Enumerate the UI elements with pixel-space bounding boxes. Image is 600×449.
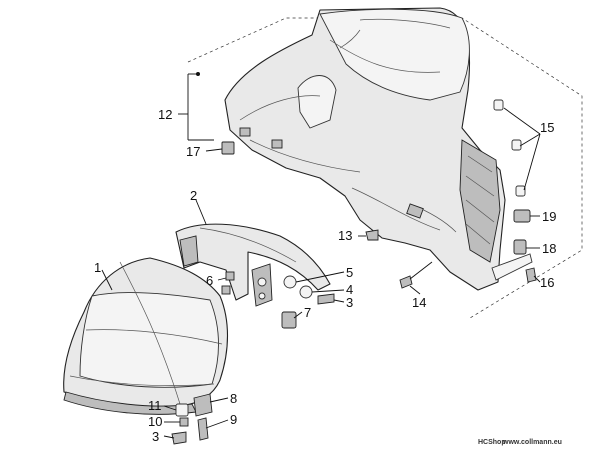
callout-3-right: 3 <box>346 295 353 310</box>
callout-11: 11 <box>148 398 162 413</box>
callout-3-left: 3 <box>152 429 159 444</box>
hardware <box>171 72 537 445</box>
callout-19: 19 <box>542 209 556 224</box>
mudguard-support <box>175 223 331 307</box>
leader-lines <box>101 73 541 439</box>
footer-site: www.collmann.eu <box>502 439 562 446</box>
callout-14: 14 <box>412 295 426 310</box>
group-frame <box>187 17 583 319</box>
callout-6: 6 <box>206 273 213 288</box>
callout-9: 9 <box>230 412 237 427</box>
callout-13: 13 <box>338 228 352 243</box>
callout-4: 4 <box>346 282 353 297</box>
callout-8: 8 <box>230 391 237 406</box>
inner-shield <box>224 7 533 291</box>
callout-15: 15 <box>540 120 554 135</box>
callout-16: 16 <box>540 275 554 290</box>
footer-shop: HCShop <box>478 439 506 446</box>
callout-18: 18 <box>542 241 556 256</box>
callout-1: 1 <box>94 260 101 275</box>
callout-17: 17 <box>186 144 200 159</box>
callout-2: 2 <box>190 188 197 203</box>
front-mudguard <box>63 257 229 415</box>
callout-5: 5 <box>346 265 353 280</box>
callout-labels: 12 17 15 19 18 16 13 14 2 1 6 5 4 3 7 8 … <box>94 107 556 444</box>
callout-7: 7 <box>304 305 311 320</box>
callout-12: 12 <box>158 107 172 122</box>
callout-10: 10 <box>148 414 162 429</box>
